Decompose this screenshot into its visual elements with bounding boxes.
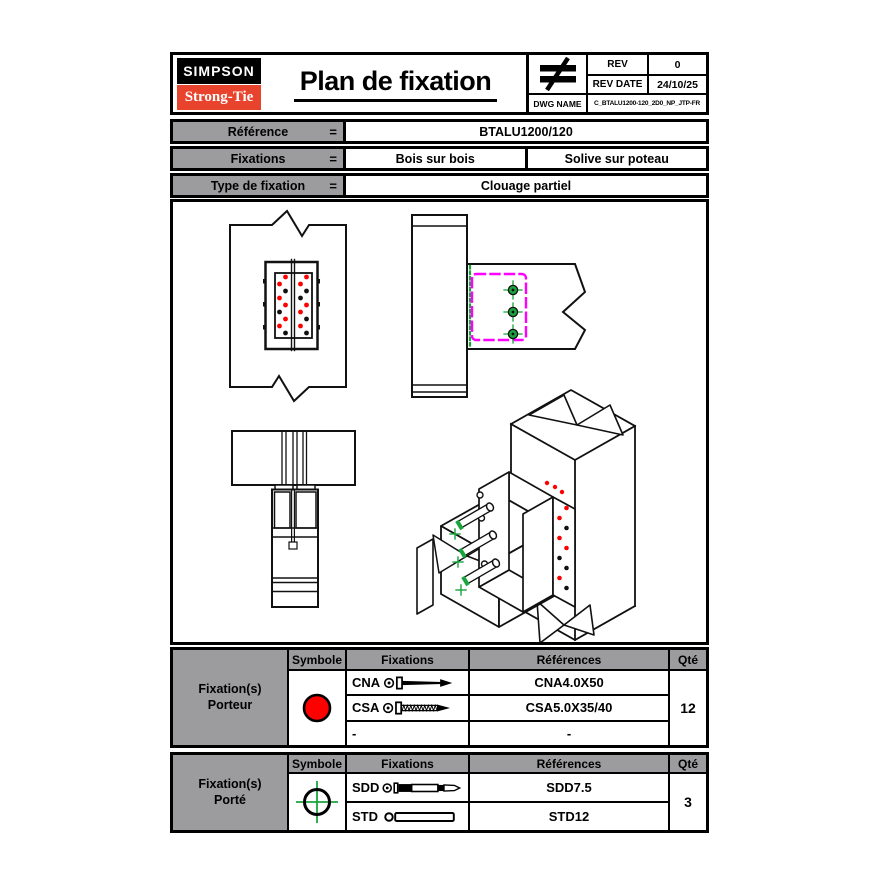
fixations-label: Fixations xyxy=(230,151,286,166)
reference-cna: CNA4.0X50 xyxy=(468,669,668,695)
post-break-top xyxy=(528,394,578,426)
iso-view xyxy=(416,389,637,642)
fixations-value-1: Bois sur bois xyxy=(395,151,475,166)
header-symbole: Symbole xyxy=(287,755,345,772)
reference-value: BTALU1200/120 xyxy=(479,124,573,139)
type-fixation-label: Type de fixation xyxy=(210,178,306,193)
fixations-row: Fixations = Bois sur bois Solive sur pot… xyxy=(170,146,709,171)
title-block: SIMPSON Strong-Tie Plan de fixation REV … xyxy=(170,52,709,115)
screw-markers xyxy=(503,280,523,344)
fixations-value-2: Solive sur poteau xyxy=(524,149,707,168)
title-cell: Plan de fixation xyxy=(265,55,526,112)
side-view xyxy=(411,214,587,398)
fixation-row-std: STD xyxy=(345,801,468,830)
fixation-row-sdd: SDD xyxy=(345,772,468,801)
porte-qty: 3 xyxy=(668,772,706,830)
type-fixation-row: Type de fixation = Clouage partiel xyxy=(170,173,709,198)
header-qte: Qté xyxy=(668,650,706,669)
front-view xyxy=(229,209,347,403)
dwg-name-label: DWG NAME xyxy=(529,93,586,112)
reference-csa: CSA5.0X35/40 xyxy=(468,694,668,720)
beam-stub xyxy=(416,538,434,615)
rev-date-value: 24/10/25 xyxy=(647,74,706,93)
not-equal-icon xyxy=(529,55,586,93)
drawing-sheet: SIMPSON Strong-Tie Plan de fixation REV … xyxy=(170,52,709,833)
fixation-row-cna: CNA xyxy=(345,669,468,695)
rev-date-label: REV DATE xyxy=(586,74,647,93)
reference-row: Référence = BTALU1200/120 xyxy=(170,119,709,144)
porteur-qty: 12 xyxy=(668,669,706,745)
equals-sign: = xyxy=(329,124,337,139)
brand-simpson: SIMPSON xyxy=(177,58,261,84)
header-qte: Qté xyxy=(668,755,706,772)
rev-label: REV xyxy=(586,55,647,74)
hidden-bracket-outline xyxy=(470,272,528,342)
porteur-symbol-cell xyxy=(287,669,345,745)
reference-std: STD12 xyxy=(468,801,668,830)
green-crosshair-symbol xyxy=(296,781,338,823)
bracket-right-plate xyxy=(522,496,554,613)
reference-label: Référence xyxy=(227,124,289,139)
red-circle-symbol xyxy=(302,693,332,723)
porteur-title: Fixation(s) Porteur xyxy=(173,650,287,745)
beam-break xyxy=(432,534,468,574)
type-fixation-label-cell: Type de fixation = xyxy=(173,176,346,195)
brand-logo: SIMPSON Strong-Tie xyxy=(173,55,265,112)
brand-strongtie: Strong-Tie xyxy=(177,85,261,110)
header-references: Références xyxy=(468,650,668,669)
reference-sdd: SDD7.5 xyxy=(468,772,668,801)
threaded-screw-icon xyxy=(383,701,451,715)
header-fixations: Fixations xyxy=(345,650,468,669)
porte-title: Fixation(s) Porté xyxy=(173,755,287,830)
bracket-side-slots xyxy=(263,279,320,330)
equals-sign: = xyxy=(329,178,337,193)
fixations-label-cell: Fixations = xyxy=(173,149,346,168)
dowel-screw-icon xyxy=(382,781,462,794)
post-break-bottom xyxy=(536,600,565,642)
iso-nail-pattern xyxy=(544,480,569,591)
smooth-dowel-icon xyxy=(384,811,455,822)
porte-table: Fixation(s) Porté Symbole Fixations Réfé… xyxy=(170,752,709,833)
iso-screws xyxy=(449,502,501,596)
rev-value: 0 xyxy=(647,55,706,74)
bracket-left-plate xyxy=(478,471,510,588)
reference-empty: - xyxy=(468,719,668,745)
header-fixations: Fixations xyxy=(345,755,468,772)
porte-symbol-cell xyxy=(287,772,345,830)
equals-sign: = xyxy=(329,151,337,166)
reference-label-cell: Référence = xyxy=(173,122,346,141)
nail-pattern xyxy=(277,274,309,336)
header-references: Références xyxy=(468,755,668,772)
page-title: Plan de fixation xyxy=(293,66,498,102)
revision-block: REV 0 REV DATE 24/10/25 DWG NAME C_BTALU… xyxy=(526,55,706,112)
dwg-name-value: C_BTALU1200-120_2D0_NP_JTP-FR xyxy=(586,93,706,112)
drawing-area xyxy=(170,199,709,645)
type-fixation-value: Clouage partiel xyxy=(480,178,572,193)
fixation-row-csa: CSA xyxy=(345,694,468,720)
bracket-right-flange xyxy=(552,496,576,608)
top-view xyxy=(231,430,356,608)
header-symbole: Symbole xyxy=(287,650,345,669)
nail-icon xyxy=(384,676,453,690)
porteur-table: Fixation(s) Porteur Symbole Fixations Ré… xyxy=(170,647,709,748)
fixation-row-empty: - xyxy=(345,719,468,745)
